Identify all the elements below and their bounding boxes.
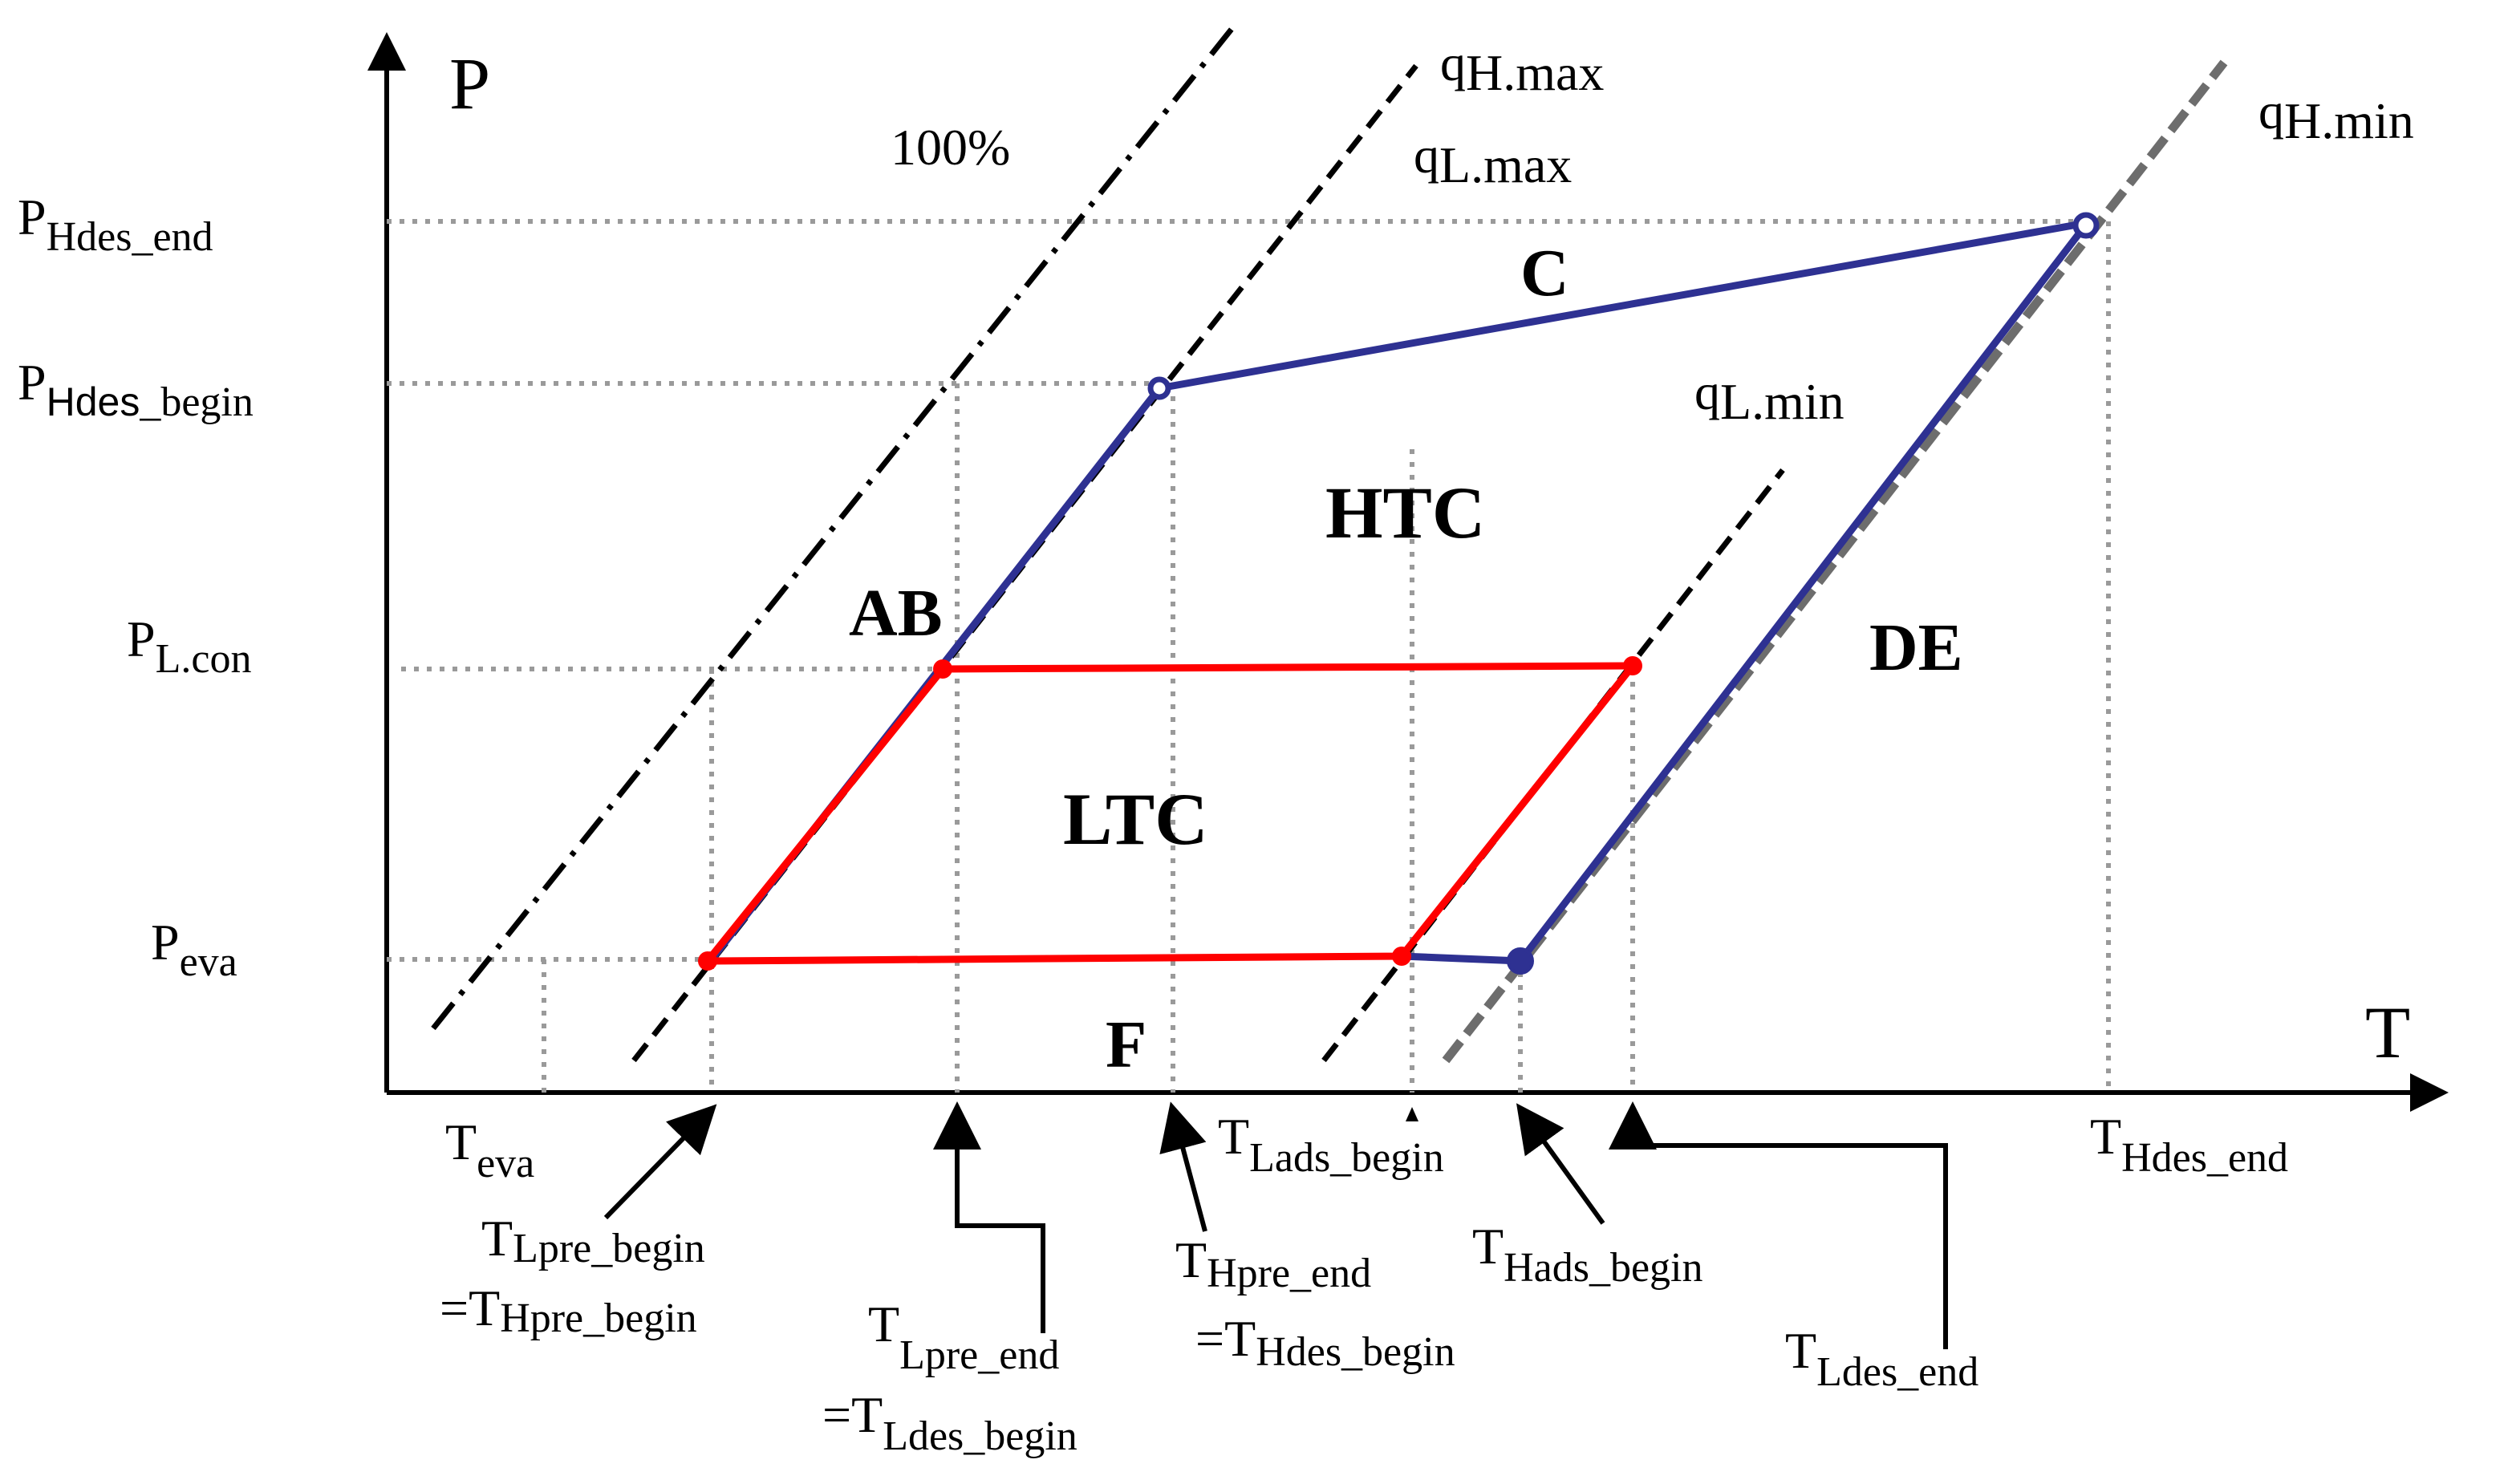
arrow-t-ldes-end <box>1609 1101 1948 1349</box>
label-t-lads-begin: TLads_begin <box>1218 1108 1444 1181</box>
arrow-t-hads-begin <box>1516 1103 1605 1225</box>
pointer-arrows <box>603 1101 1948 1349</box>
region-de: DE <box>1869 610 1963 685</box>
htc-cycle <box>708 212 2100 975</box>
label-p-lcon: PL.con <box>127 610 251 682</box>
label-t-hads-begin: THads_begin <box>1472 1218 1703 1291</box>
region-ab: AB <box>849 576 943 651</box>
label-t-hdes-begin: =THdes_begin <box>1195 1310 1455 1375</box>
arrow-t-hpre-end <box>1159 1101 1207 1232</box>
htc-point-hads-begin <box>1507 947 1534 975</box>
pressure-labels: PHdes_end PHdes_begin PL.con Peva <box>18 189 254 985</box>
ltc-point-ldes-end <box>1623 656 1642 675</box>
arrow-t-lpre-end <box>933 1101 1045 1333</box>
y-axis-label: P <box>449 43 490 124</box>
label-p-hdes-begin: PHdes_begin <box>18 354 254 425</box>
label-p-eva: Peva <box>151 914 237 985</box>
label-t-ldes-end: TLdes_end <box>1785 1322 1978 1395</box>
label-t-lpre-begin: TLpre_begin <box>481 1210 705 1271</box>
axes: P T <box>367 32 2449 1112</box>
ql-min-isostere <box>1321 468 1785 1063</box>
x-axis-label: T <box>2365 991 2410 1073</box>
region-ltc: LTC <box>1063 778 1208 860</box>
ltc-point-lcon <box>933 659 952 679</box>
region-c: C <box>1520 236 1569 310</box>
temperature-labels: Teva TLpre_begin =THpre_begin TLpre_end … <box>440 1108 2288 1459</box>
ltc-point-eva <box>698 951 717 971</box>
guide-lines <box>387 219 2111 1093</box>
htc-point-hdes-begin <box>1147 376 1171 400</box>
label-t-eva: Teva <box>445 1113 534 1186</box>
arrow-t-lads-begin <box>1406 1107 1418 1121</box>
ltc-cycle <box>698 656 1642 971</box>
region-f: F <box>1106 1008 1146 1082</box>
region-labels: HTC LTC AB C DE F <box>849 236 1963 1082</box>
label-t-lpre-end: TLpre_end <box>868 1295 1059 1378</box>
label-t-hpre-end: THpre_end <box>1175 1231 1371 1296</box>
label-t-hpre-begin: =THpre_begin <box>440 1279 697 1341</box>
saturation-100-line <box>431 22 1238 1031</box>
label-ql-min: qL.min <box>1694 363 1844 430</box>
region-htc: HTC <box>1325 472 1485 553</box>
label-qh-max: qH.max <box>1440 34 1604 101</box>
label-t-ldes-begin: =TLdes_begin <box>822 1386 1077 1459</box>
label-qh-min: qH.min <box>2258 83 2414 149</box>
label-ql-max: qL.max <box>1414 127 1572 193</box>
label-100-percent: 100% <box>891 119 1010 176</box>
htc-point-hdes-end <box>2072 212 2100 239</box>
label-p-hdes-end: PHdes_end <box>18 189 213 260</box>
label-t-hdes-end: THdes_end <box>2090 1108 2288 1181</box>
ltc-point-lads-begin <box>1392 947 1411 966</box>
isostere-labels: 100% qH.max qL.max qH.min qL.min <box>891 34 2414 430</box>
arrow-t-lpre-begin <box>603 1104 717 1220</box>
